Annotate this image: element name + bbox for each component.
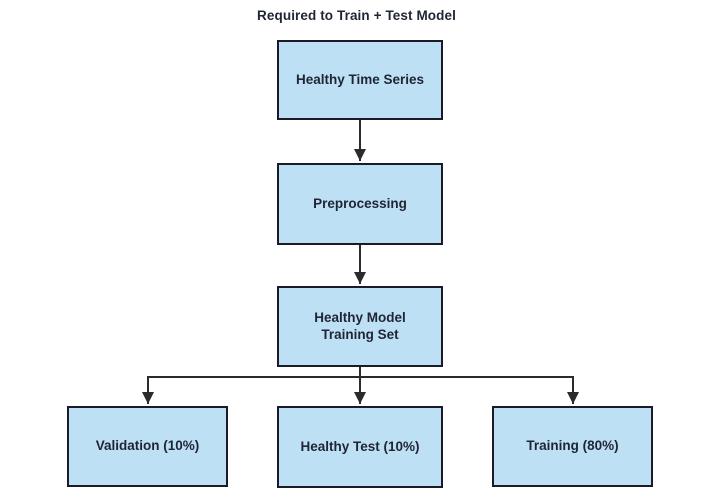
- node-label: Training (80%): [526, 438, 619, 454]
- node-healthy-time-series: Healthy Time Series: [277, 40, 443, 120]
- node-label: Healthy Time Series: [295, 71, 425, 87]
- node-preprocessing: Preprocessing: [277, 163, 443, 245]
- node-label: Preprocessing: [313, 195, 407, 211]
- node-label: Validation (10%): [95, 438, 200, 454]
- node-validation: Validation (10%): [67, 406, 228, 487]
- node-healthy-test: Healthy Test (10%): [277, 406, 443, 488]
- node-label: Healthy Test (10%): [300, 438, 420, 454]
- diagram-title: Required to Train + Test Model: [257, 8, 456, 23]
- node-healthy-model-training-set: Healthy Model Training Set: [277, 286, 443, 367]
- node-label: Healthy Model Training Set: [314, 309, 406, 342]
- node-training: Training (80%): [492, 406, 653, 487]
